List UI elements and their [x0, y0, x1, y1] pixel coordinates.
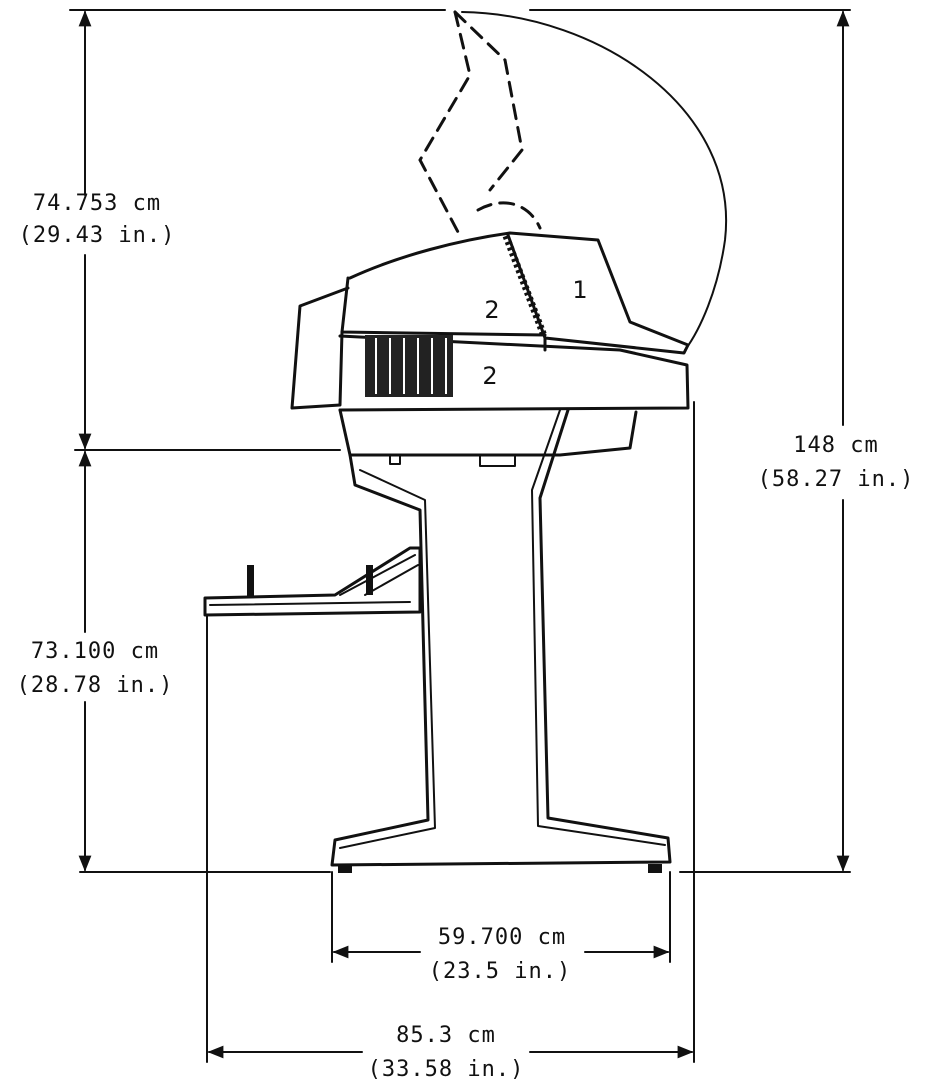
total-height-imperial-label: (58.27 in.) [758, 467, 915, 492]
dimension-lines [78, 10, 850, 1059]
keyboard-tray-edge [209, 601, 411, 606]
lid-swing [418, 10, 728, 351]
open-lid-outline-right [453, 10, 524, 192]
left-foot [338, 864, 352, 873]
right-foot [648, 864, 662, 873]
head-mounting-tabs [389, 454, 516, 467]
open-lid-outline-left [418, 10, 472, 234]
pedestal-inner-right [531, 409, 666, 846]
part-callout-lid: 1 [572, 276, 587, 304]
lower-height-imperial-label: (28.78 in.) [17, 673, 174, 698]
open-lid-hinge-arc [476, 201, 542, 230]
lower-housing-outline [338, 334, 690, 412]
lid-outline [348, 231, 690, 355]
base-width-imperial-label: (23.5 in.) [429, 959, 571, 984]
upper-housing-outline [340, 276, 547, 337]
vent-grille [365, 335, 453, 397]
total-width-metric-label: 85.3 cm [396, 1023, 496, 1048]
keyboard-tray-outline [203, 546, 422, 617]
pedestal-inner-left [339, 469, 436, 849]
total-height-metric-label: 148 cm [793, 433, 878, 458]
upper-height-imperial-label: (29.43 in.) [19, 223, 176, 248]
keyboard-tray [203, 546, 422, 617]
upper-height-metric-label: 74.753 cm [33, 191, 161, 216]
extension-lines [69, 9, 851, 1063]
part-callout-lower-housing: 2 [482, 362, 497, 390]
pedestal [330, 408, 672, 873]
keyboard-bracket [339, 554, 419, 596]
dimension-labels: 74.753 cm (29.43 in.) 73.100 cm (28.78 i… [17, 191, 915, 1082]
total-width-imperial-label: (33.58 in.) [368, 1057, 525, 1082]
part-callouts: 1 2 2 [482, 276, 587, 390]
keyboard-key-left [247, 565, 254, 598]
vent-grille-slots [375, 338, 447, 394]
front-panel-outline [290, 286, 350, 410]
keyboard-key-right [366, 565, 373, 595]
base-width-metric-label: 59.700 cm [438, 925, 566, 950]
pedestal-outer-outline [330, 408, 672, 867]
terminal-head [290, 231, 690, 467]
lid-swing-arc [461, 11, 728, 351]
part-callout-upper-housing: 2 [484, 296, 499, 324]
lower-height-metric-label: 73.100 cm [31, 639, 159, 664]
head-base-outline [338, 408, 638, 457]
